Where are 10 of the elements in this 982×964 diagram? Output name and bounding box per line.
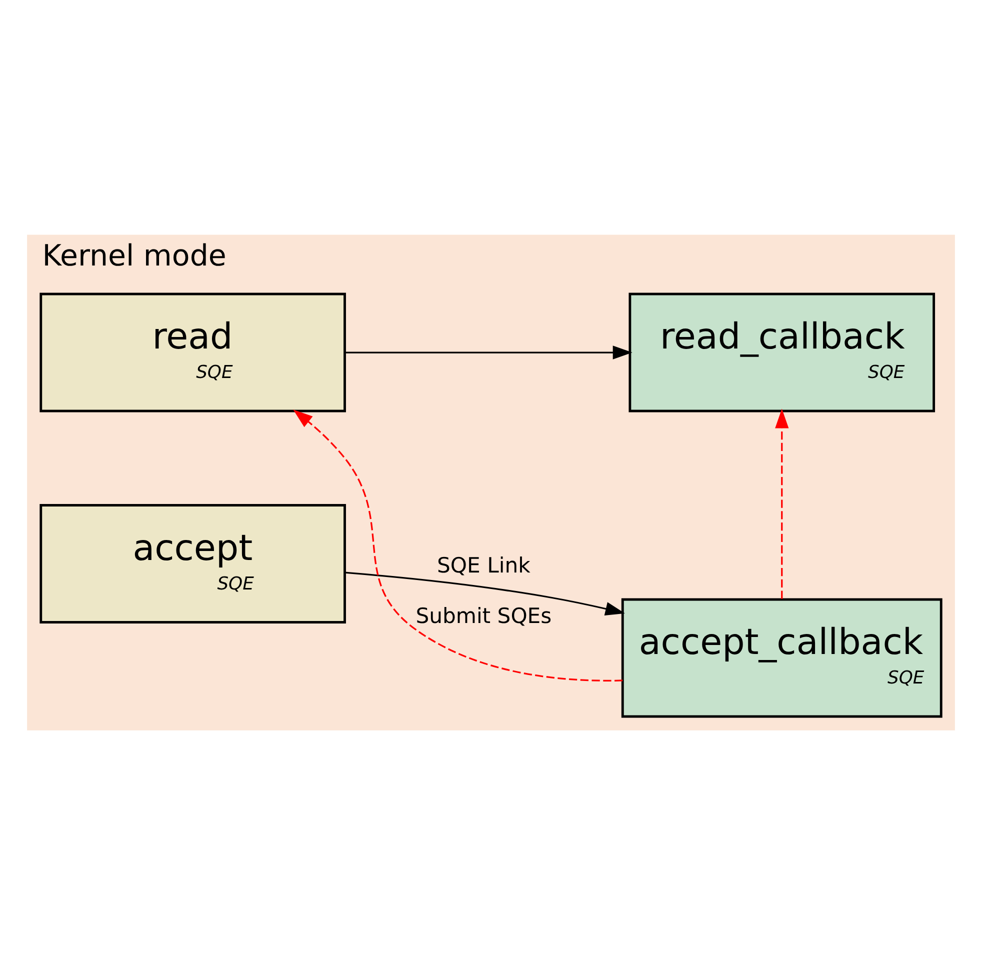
node-box: read_callback SQE <box>628 292 936 412</box>
node-box: accept SQE <box>40 504 346 623</box>
arrow <box>293 409 623 681</box>
arrow <box>345 571 625 615</box>
node-box: read SQE <box>40 292 346 412</box>
edge-label: Submit SQEs <box>416 602 552 628</box>
arrow <box>345 345 632 359</box>
node-box: accept_callback SQE <box>621 598 942 718</box>
arrow <box>775 408 789 598</box>
edge-label: SQE Link <box>437 552 530 578</box>
